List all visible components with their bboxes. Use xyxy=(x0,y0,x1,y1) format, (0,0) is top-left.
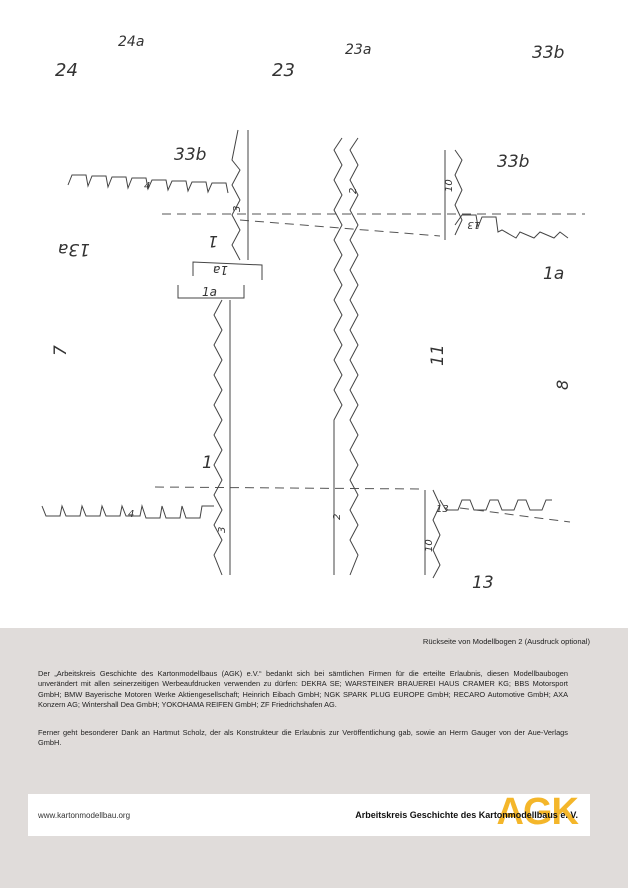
label-13: 13 xyxy=(472,573,494,593)
label-1: 1 xyxy=(202,453,213,473)
tab-number-13-top: 13 xyxy=(467,219,480,230)
label-24a: 24a xyxy=(118,34,144,50)
label-24: 24 xyxy=(55,60,78,81)
label-11: 11 xyxy=(428,344,448,366)
tab-number-3-bottom: 3 xyxy=(217,527,228,533)
label-1a-rotated: 1a xyxy=(213,263,228,277)
tab-strip-bottom-left xyxy=(41,504,214,519)
thanks-paragraph: Ferner geht besonderer Dank an Hartmut S… xyxy=(38,728,568,748)
label-23: 23 xyxy=(272,60,295,81)
label-33b-top: 33b xyxy=(532,43,564,63)
label-1a-right: 1a xyxy=(543,264,564,284)
label-33b-right: 33b xyxy=(497,152,529,172)
tab-number-13-bottom: 13 xyxy=(436,504,449,515)
part-frame-1a-upper xyxy=(192,261,263,280)
tab-number-10-bottom: 10 xyxy=(424,539,435,552)
model-sheet-drawing: 24a 24 23 23a 33b 33b 33b 13a 1 1a 1a 1a… xyxy=(41,34,585,593)
acknowledgement-paragraph: Der „Arbeitskreis Geschichte des Kartonm… xyxy=(38,669,568,710)
tab-strip-middle xyxy=(333,137,359,576)
tab-number-10-top: 10 xyxy=(444,179,455,192)
label-7: 7 xyxy=(51,345,71,356)
label-13a: 13a xyxy=(58,239,90,259)
fold-line-lower xyxy=(154,486,421,490)
label-1a: 1a xyxy=(202,285,217,299)
info-panel: Rückseite von Modellbogen 2 (Ausdruck op… xyxy=(0,628,628,888)
tab-strip-bottom-right xyxy=(439,499,552,511)
organization-name: Arbeitskreis Geschichte des Kartonmodell… xyxy=(355,810,578,820)
agk-logo: AGK xyxy=(496,791,579,833)
tab-strip-top-right xyxy=(454,214,569,239)
sheet-caption: Rückseite von Modellbogen 2 (Ausdruck op… xyxy=(422,637,590,646)
label-8: 8 xyxy=(553,380,572,390)
tab-strip-left xyxy=(213,129,241,576)
label-23a: 23a xyxy=(345,42,371,58)
tab-strip-left-inner xyxy=(229,130,249,575)
website-link[interactable]: www.kartonmodellbau.org xyxy=(38,811,131,820)
tab-number-3-top: 3 xyxy=(232,206,243,212)
tab-strip-right-top xyxy=(444,149,463,240)
fold-line-upper-slant xyxy=(239,219,441,237)
tab-number-2-bottom: 2 xyxy=(332,514,343,520)
tab-number-4-top: 4 xyxy=(144,181,150,192)
part-frame-1a-lower xyxy=(177,285,245,299)
tab-strip-right-bottom xyxy=(424,489,441,579)
label-33b-left: 33b xyxy=(174,145,206,165)
tab-number-4-bottom: 4 xyxy=(128,509,134,520)
footer-bar: www.kartonmodellbau.org AGK Arbeitskreis… xyxy=(28,791,590,836)
tab-number-2-top: 2 xyxy=(348,188,359,194)
tab-strip-top-left xyxy=(67,174,229,194)
label-1-rotated: 1 xyxy=(208,232,218,251)
